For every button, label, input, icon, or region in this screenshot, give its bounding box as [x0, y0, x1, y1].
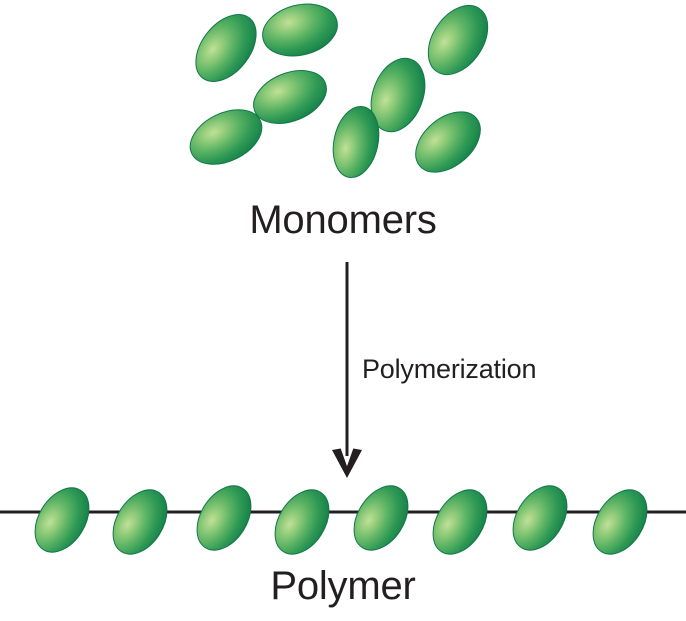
- monomer-8: [415, 111, 481, 173]
- polymer-unit-1: [34, 487, 90, 553]
- monomer-3: [427, 5, 489, 75]
- monomer-4: [253, 70, 327, 124]
- polymer-unit-6: [432, 489, 488, 555]
- monomer-5: [370, 57, 426, 133]
- polymerization-arrow: [332, 262, 362, 478]
- polymer-unit-5: [353, 485, 409, 551]
- polymer-unit-2: [112, 489, 168, 555]
- monomer-1: [195, 14, 257, 82]
- monomer-6: [189, 109, 263, 165]
- polymerization-label: Polymerization: [362, 354, 537, 384]
- monomers-label: Monomers: [249, 198, 437, 242]
- monomer-2: [262, 3, 338, 57]
- polymer-unit-8: [592, 489, 648, 555]
- monomer-7: [332, 105, 380, 179]
- polymer-unit-7: [512, 485, 568, 551]
- polymer-unit-3: [196, 485, 252, 551]
- polymer-label: Polymer: [270, 564, 416, 608]
- polymer-chain-beads: [34, 485, 648, 555]
- arrow-head-icon: [332, 448, 362, 478]
- monomer-cluster: [189, 3, 489, 179]
- polymer-unit-4: [274, 489, 330, 555]
